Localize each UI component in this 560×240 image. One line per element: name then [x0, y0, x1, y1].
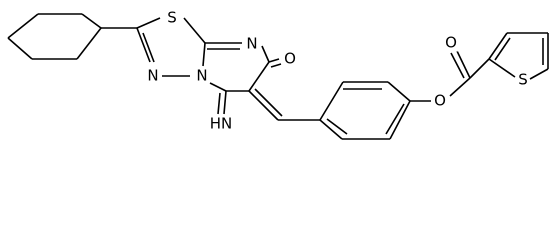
thiophene-sulfur-label: S	[518, 71, 528, 89]
atom-label-background	[195, 66, 209, 85]
methylidene-linker	[248, 88, 320, 121]
atom-label-background	[283, 49, 297, 68]
atom-labels: S N N N O HN O O S	[146, 8, 529, 133]
cyclohexyl-ring	[7, 13, 102, 60]
atom-label-background	[444, 33, 458, 52]
pyrimidine-nitrogen-label: N	[246, 35, 257, 53]
imine-label: HN	[210, 115, 233, 133]
atom-label-background	[146, 66, 160, 85]
ester-linkage	[410, 50, 471, 102]
keto-group	[268, 58, 282, 68]
structure-canvas: S N N N O HN O O S	[7, 8, 549, 140]
thiophene-ring	[469, 32, 549, 80]
keto-oxygen-label: O	[284, 50, 296, 68]
atom-label-background	[245, 34, 259, 53]
thiadiazole-ring	[101, 17, 206, 77]
carbonyl-oxygen-label: O	[445, 34, 457, 52]
thiadiazole-sulfur-label: S	[167, 9, 177, 27]
fusion-nitrogen-label: N	[196, 67, 207, 85]
atom-label-background	[517, 70, 529, 89]
atom-label-background	[433, 91, 447, 110]
chemical-structure: S N N N O HN O O S	[7, 8, 549, 140]
imine-group	[217, 90, 227, 115]
thiadiazole-nitrogen-label: N	[147, 67, 158, 85]
atom-label-background	[208, 114, 234, 133]
pyrimidine-ring	[205, 42, 270, 92]
benzene-ring	[319, 81, 411, 140]
atom-label-background	[166, 8, 178, 27]
ester-oxygen-label: O	[434, 92, 446, 110]
